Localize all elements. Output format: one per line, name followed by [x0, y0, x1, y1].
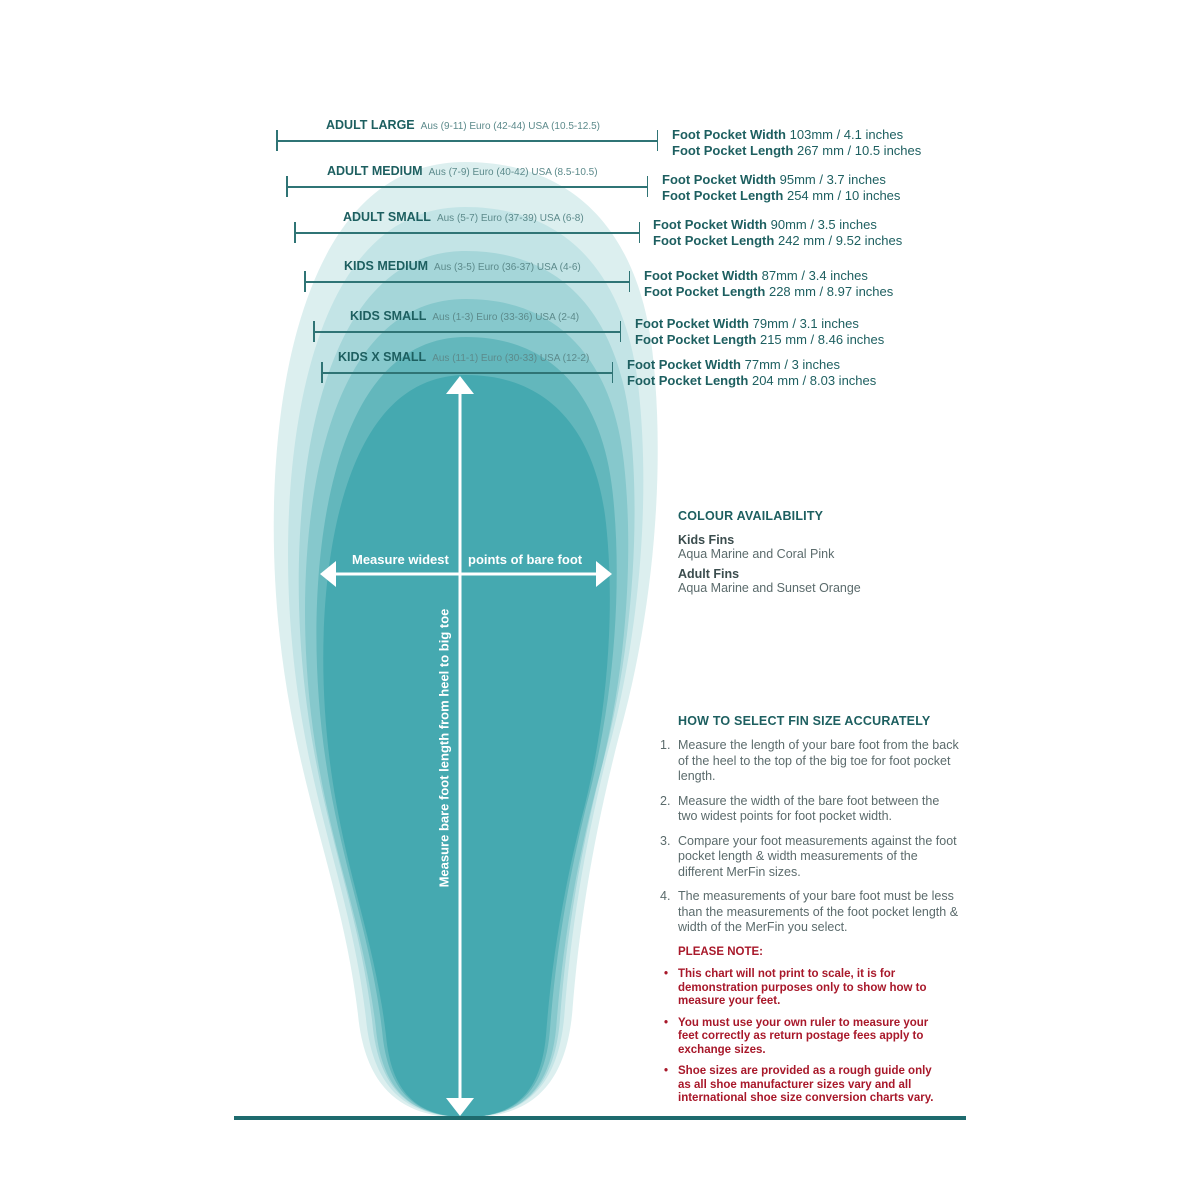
adult-fins-label: Adult Fins: [678, 567, 861, 581]
spec-width-label: Foot Pocket Width: [653, 217, 767, 232]
size-name: ADULT MEDIUM: [327, 164, 423, 178]
size-spec-kids-small: Foot Pocket Width 79mm / 3.1 inches Foot…: [635, 316, 884, 348]
spec-width-value: 77mm / 3 inches: [745, 357, 840, 372]
size-name: KIDS X SMALL: [338, 350, 426, 364]
size-spec-adult-small: Foot Pocket Width 90mm / 3.5 inches Foot…: [653, 217, 902, 249]
size-name: ADULT SMALL: [343, 210, 431, 224]
howto-step: 3.Compare your foot measurements against…: [678, 834, 960, 881]
size-conversion: Aus (1-3) Euro (33-36) USA (2-4): [432, 312, 579, 323]
spec-length-value: 242 mm / 9.52 inches: [778, 233, 902, 248]
how-to-select: HOW TO SELECT FIN SIZE ACCURATELY 1.Meas…: [678, 714, 960, 945]
spec-width-value: 79mm / 3.1 inches: [753, 316, 859, 331]
size-name: KIDS SMALL: [350, 309, 426, 323]
spec-length-value: 267 mm / 10.5 inches: [797, 143, 921, 158]
adult-fins-value: Aqua Marine and Sunset Orange: [678, 581, 861, 595]
please-note: PLEASE NOTE: •This chart will not print …: [678, 946, 968, 1114]
howto-step: 4.The measurements of your bare foot mus…: [678, 889, 960, 936]
length-arrow-label: Measure bare foot length from heel to bi…: [437, 609, 452, 888]
width-arrow-label-left: Measure widest: [352, 552, 449, 567]
kids-fins-label: Kids Fins: [678, 533, 861, 547]
size-conversion: Aus (11-1) Euro (30-33) USA (12-2): [432, 353, 589, 364]
size-name: ADULT LARGE: [326, 118, 415, 132]
width-arrow-label-right: points of bare foot: [468, 552, 582, 567]
spec-length-value: 204 mm / 8.03 inches: [752, 373, 876, 388]
howto-heading: HOW TO SELECT FIN SIZE ACCURATELY: [678, 714, 960, 728]
spec-width-label: Foot Pocket Width: [672, 127, 786, 142]
size-conversion: Aus (9-11) Euro (42-44) USA (10.5-12.5): [421, 121, 600, 132]
size-conversion: Aus (3-5) Euro (36-37) USA (4-6): [434, 262, 581, 273]
note-heading: PLEASE NOTE:: [678, 946, 968, 958]
spec-length-label: Foot Pocket Length: [644, 284, 765, 299]
size-spec-kids-x-small: Foot Pocket Width 77mm / 3 inches Foot P…: [627, 357, 876, 389]
size-spec-adult-medium: Foot Pocket Width 95mm / 3.7 inches Foot…: [662, 172, 900, 204]
spec-length-value: 254 mm / 10 inches: [787, 188, 900, 203]
spec-length-value: 228 mm / 8.97 inches: [769, 284, 893, 299]
colour-availability: COLOUR AVAILABILITY Kids Fins Aqua Marin…: [678, 509, 861, 601]
spec-width-value: 90mm / 3.5 inches: [771, 217, 877, 232]
size-name: KIDS MEDIUM: [344, 259, 428, 273]
note-item: •Shoe sizes are provided as a rough guid…: [678, 1065, 940, 1106]
spec-length-label: Foot Pocket Length: [672, 143, 793, 158]
note-item: •You must use your own ruler to measure …: [678, 1017, 940, 1058]
howto-steps: 1.Measure the length of your bare foot f…: [678, 738, 960, 936]
spec-length-label: Foot Pocket Length: [635, 332, 756, 347]
colour-heading: COLOUR AVAILABILITY: [678, 509, 861, 523]
size-spec-kids-medium: Foot Pocket Width 87mm / 3.4 inches Foot…: [644, 268, 893, 300]
spec-width-label: Foot Pocket Width: [644, 268, 758, 283]
kids-fins-value: Aqua Marine and Coral Pink: [678, 547, 861, 561]
howto-step: 1.Measure the length of your bare foot f…: [678, 738, 960, 785]
size-spec-adult-large: Foot Pocket Width 103mm / 4.1 inches Foo…: [672, 127, 921, 159]
size-conversion: Aus (7-9) Euro (40-42) USA (8.5-10.5): [429, 167, 598, 178]
spec-length-label: Foot Pocket Length: [627, 373, 748, 388]
spec-width-label: Foot Pocket Width: [662, 172, 776, 187]
spec-width-value: 87mm / 3.4 inches: [762, 268, 868, 283]
spec-width-value: 103mm / 4.1 inches: [790, 127, 903, 142]
spec-length-label: Foot Pocket Length: [662, 188, 783, 203]
spec-width-label: Foot Pocket Width: [635, 316, 749, 331]
spec-width-label: Foot Pocket Width: [627, 357, 741, 372]
note-list: •This chart will not print to scale, it …: [678, 968, 968, 1106]
howto-step: 2.Measure the width of the bare foot bet…: [678, 794, 960, 825]
spec-length-value: 215 mm / 8.46 inches: [760, 332, 884, 347]
note-item: •This chart will not print to scale, it …: [678, 968, 940, 1009]
size-conversion: Aus (5-7) Euro (37-39) USA (6-8): [437, 213, 584, 224]
spec-length-label: Foot Pocket Length: [653, 233, 774, 248]
spec-width-value: 95mm / 3.7 inches: [780, 172, 886, 187]
